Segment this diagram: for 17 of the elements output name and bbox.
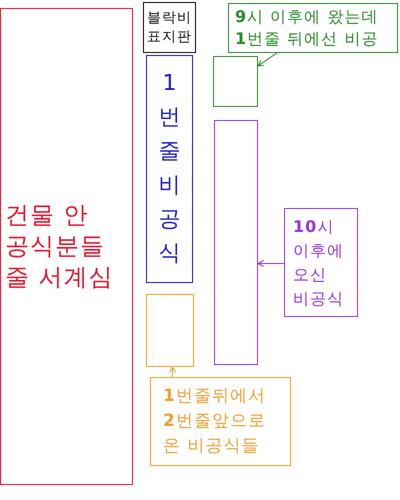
- queue-box: [214, 120, 258, 365]
- queue-label: 1번줄 비공식: [158, 70, 182, 268]
- queue-box: [146, 294, 194, 367]
- area-label: 건물 안 공식분들 줄 서계심: [5, 200, 115, 293]
- callout-box: [150, 377, 291, 466]
- callout-text: 9시 이후에 왔는데 1번줄 뒤에선 비공: [235, 6, 380, 50]
- callout-box: [284, 208, 358, 317]
- callout-text: 10시 이후에 오신 비공식: [293, 216, 345, 310]
- building-area: [0, 8, 133, 485]
- queue-column: [146, 55, 193, 283]
- arrow: [258, 260, 284, 267]
- queue-box: [213, 56, 258, 107]
- sign-label: 블락비 표지판: [146, 8, 193, 46]
- sign-box: [143, 2, 196, 53]
- callout-box: [228, 3, 398, 53]
- arrow: [258, 52, 278, 66]
- arrow: [169, 366, 176, 378]
